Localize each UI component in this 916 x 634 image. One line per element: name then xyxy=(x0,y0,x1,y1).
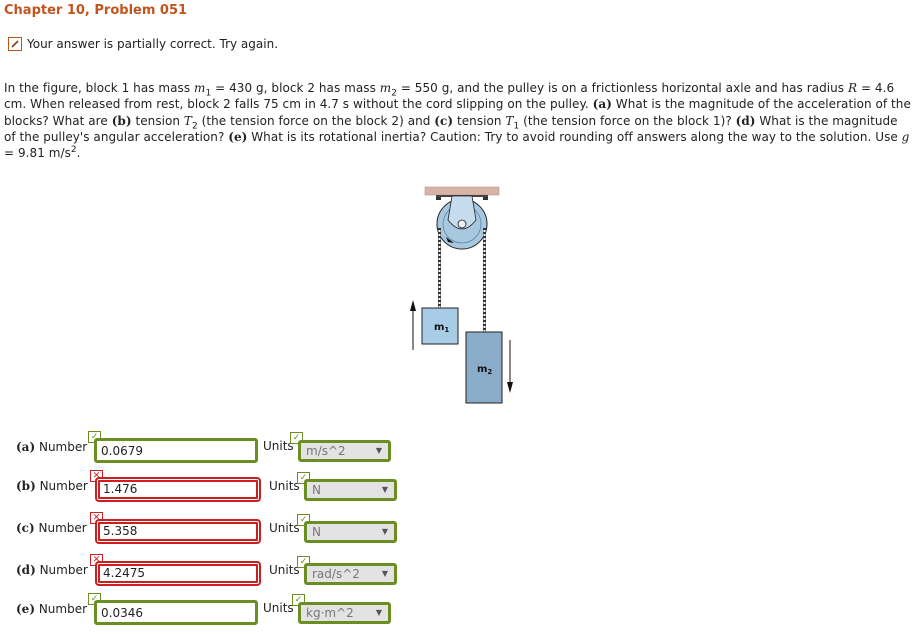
block-2: m2 xyxy=(465,331,503,404)
units-select-e[interactable]: kg·m^2 ▼ xyxy=(298,602,391,624)
units-value-a: m/s^2 xyxy=(306,444,346,458)
answer-status: Your answer is partially correct. Try ag… xyxy=(8,35,278,53)
number-input-c[interactable]: 5.358 xyxy=(95,519,261,544)
dropdown-arrow-icon: ▼ xyxy=(381,569,388,578)
units-select-d[interactable]: rad/s^2 ▼ xyxy=(304,563,397,585)
pencil-icon xyxy=(8,37,22,51)
page-title: Chapter 10, Problem 051 xyxy=(4,3,188,18)
arrow-up-icon xyxy=(410,300,416,350)
pulley-figure: m1 m2 xyxy=(400,180,530,410)
part-label-a: (a) Number xyxy=(16,440,88,454)
number-input-b[interactable]: 1.476 xyxy=(95,477,261,502)
dropdown-arrow-icon: ▼ xyxy=(375,608,382,617)
units-select-a[interactable]: m/s^2 ▼ xyxy=(298,440,391,462)
number-input-e[interactable]: 0.0346 xyxy=(94,600,258,625)
dropdown-arrow-icon: ▼ xyxy=(375,446,382,455)
status-message: Your answer is partially correct. Try ag… xyxy=(27,37,279,51)
number-input-d[interactable]: 4.2475 xyxy=(95,561,261,586)
units-label-d: Units xyxy=(269,563,300,577)
units-label-e: Units xyxy=(263,601,294,615)
part-label-c: (c) Number xyxy=(16,521,87,535)
number-input-a[interactable]: 0.0679 xyxy=(94,438,258,463)
arrow-down-icon xyxy=(507,340,513,393)
units-select-b[interactable]: N▼ xyxy=(304,479,397,501)
units-value-e: kg·m^2 xyxy=(306,606,354,620)
units-label-a: Units xyxy=(263,439,294,453)
dropdown-arrow-icon: ▼ xyxy=(381,527,388,536)
units-label-c: Units xyxy=(269,521,300,535)
dropdown-arrow-icon: ▼ xyxy=(381,485,388,494)
problem-statement: In the figure, block 1 has mass m1 = 430… xyxy=(4,81,911,161)
part-label-b: (b) Number xyxy=(16,479,88,493)
units-label-b: Units xyxy=(269,479,300,493)
units-value-b: N xyxy=(312,483,321,497)
block-1: m1 xyxy=(421,307,459,345)
part-label-d: (d) Number xyxy=(16,563,88,577)
pulley-wheel xyxy=(436,195,488,250)
part-label-e: (e) Number xyxy=(16,602,88,616)
units-value-d: rad/s^2 xyxy=(312,567,360,581)
rope xyxy=(438,228,486,332)
units-select-c[interactable]: N▼ xyxy=(304,521,397,543)
units-value-c: N xyxy=(312,525,321,539)
